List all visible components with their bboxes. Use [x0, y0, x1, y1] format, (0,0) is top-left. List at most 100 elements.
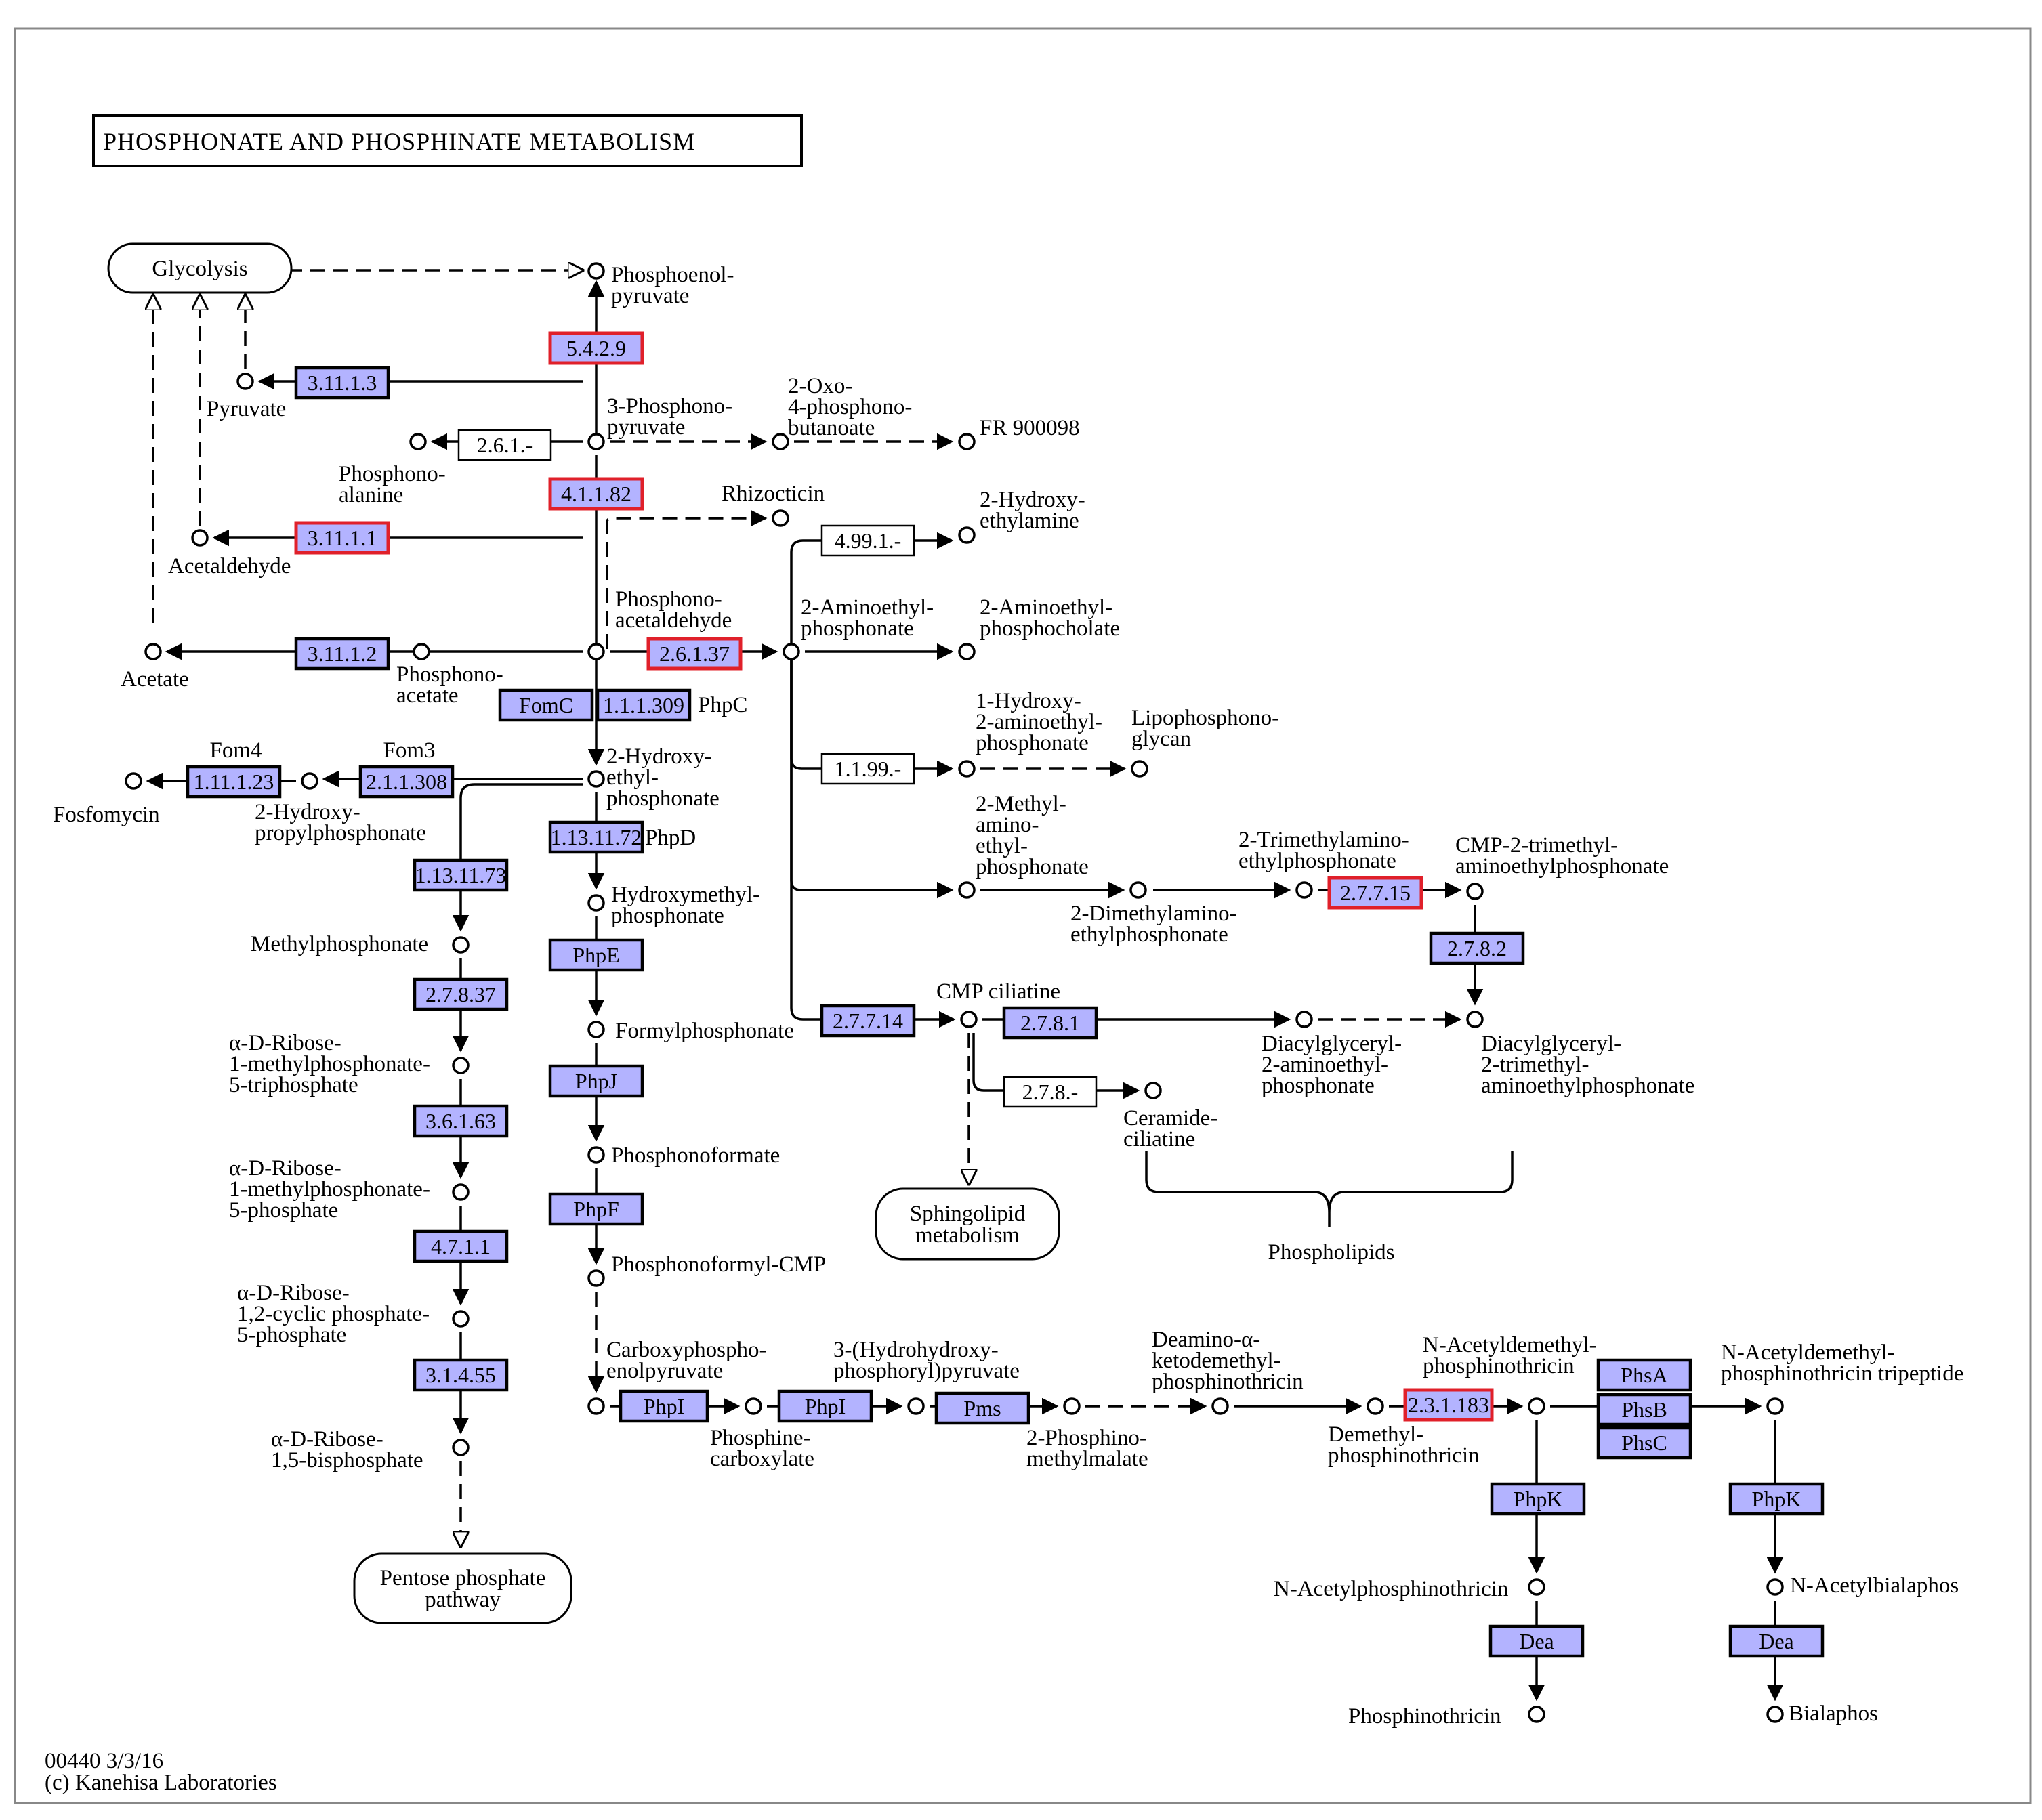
enzyme-rect[interactable]: [934, 1391, 1030, 1425]
compound-node[interactable]: [958, 526, 976, 544]
compound-node[interactable]: [1295, 881, 1313, 899]
compound-node[interactable]: [1367, 1397, 1384, 1415]
enzyme-rect[interactable]: [498, 688, 594, 722]
enzyme-rect[interactable]: [548, 1192, 644, 1226]
enzyme-box-edea1[interactable]: Dea: [1488, 1624, 1585, 1658]
compound-node[interactable]: [960, 1011, 978, 1028]
compound-node[interactable]: [587, 262, 605, 280]
compound-node[interactable]: [191, 529, 209, 547]
compound-node[interactable]: [958, 643, 976, 660]
enzyme-rect[interactable]: [1596, 1358, 1692, 1392]
enzyme-box-ephsc[interactable]: PhsC: [1596, 1426, 1692, 1460]
enzyme-rect[interactable]: [1728, 1624, 1825, 1658]
enzyme-rect[interactable]: [413, 858, 509, 892]
compound-node[interactable]: [1466, 883, 1484, 900]
enzyme-box-e278[interactable]: 2.7.8.-: [1003, 1076, 1098, 1108]
enzyme-box-e111123[interactable]: 1.11.1.23: [186, 765, 282, 799]
enzyme-box-ephpi1[interactable]: PhpI: [619, 1389, 709, 1423]
enzyme-box-e31112[interactable]: 3.11.1.2: [294, 637, 390, 671]
enzyme-rect[interactable]: [596, 688, 692, 722]
enzyme-box-ephpf[interactable]: PhpF: [548, 1192, 644, 1226]
compound-node[interactable]: [772, 433, 789, 450]
enzyme-box-ephpe[interactable]: PhpE: [548, 938, 644, 972]
compound-node[interactable]: [413, 643, 430, 660]
enzyme-rect[interactable]: [413, 1229, 509, 1263]
enzyme-rect[interactable]: [358, 765, 455, 799]
enzyme-rect[interactable]: [820, 524, 915, 557]
compound-node[interactable]: [745, 1397, 762, 1415]
compound-node[interactable]: [409, 433, 427, 450]
enzyme-box-ephpj[interactable]: PhpJ: [548, 1064, 644, 1098]
enzyme-rect[interactable]: [413, 1104, 509, 1138]
enzyme-rect[interactable]: [777, 1389, 873, 1423]
compound-node[interactable]: [772, 509, 789, 527]
enzyme-box-e4711[interactable]: 4.7.1.1: [413, 1229, 509, 1263]
enzyme-box-e1199[interactable]: 1.1.99.-: [820, 753, 915, 785]
enzyme-box-e5429[interactable]: 5.4.2.9: [548, 331, 644, 365]
enzyme-box-e111309[interactable]: 1.1.1.309: [596, 688, 692, 722]
compound-node[interactable]: [452, 1057, 470, 1074]
enzyme-rect[interactable]: [1596, 1393, 1692, 1426]
enzyme-rect[interactable]: [413, 977, 509, 1011]
enzyme-box-e2782[interactable]: 2.7.8.2: [1429, 931, 1525, 965]
enzyme-box-e211308[interactable]: 2.1.1.308: [358, 765, 455, 799]
compound-node[interactable]: [587, 894, 605, 912]
map-link-glycolysis[interactable]: Glycolysis: [107, 242, 293, 294]
enzyme-box-e26137[interactable]: 2.6.1.37: [646, 637, 743, 671]
compound-node[interactable]: [958, 433, 976, 450]
enzyme-box-e41182[interactable]: 4.1.1.82: [548, 477, 644, 511]
compound-node[interactable]: [452, 1439, 470, 1456]
enzyme-rect[interactable]: [1003, 1076, 1098, 1108]
enzyme-box-e31455[interactable]: 3.1.4.55: [413, 1358, 509, 1392]
enzyme-box-e1131173[interactable]: 1.13.11.73: [413, 858, 509, 892]
enzyme-box-efomc[interactable]: FomC: [498, 688, 594, 722]
enzyme-box-e36163[interactable]: 3.6.1.63: [413, 1104, 509, 1138]
compound-node[interactable]: [236, 373, 254, 390]
enzyme-rect[interactable]: [413, 1358, 509, 1392]
compound-node[interactable]: [587, 1021, 605, 1038]
enzyme-rect[interactable]: [294, 521, 390, 555]
enzyme-box-ephpk2[interactable]: PhpK: [1728, 1482, 1825, 1516]
compound-node[interactable]: [587, 1146, 605, 1164]
enzyme-box-ephsb[interactable]: PhsB: [1596, 1393, 1692, 1426]
enzyme-box-e1131172[interactable]: 1.13.11.72: [548, 820, 644, 854]
map-link-shape[interactable]: [875, 1187, 1060, 1261]
enzyme-rect[interactable]: [1403, 1388, 1494, 1422]
enzyme-rect[interactable]: [1327, 876, 1423, 910]
enzyme-box-ephpi2[interactable]: PhpI: [777, 1389, 873, 1423]
compound-node[interactable]: [587, 770, 605, 788]
compound-node[interactable]: [1211, 1397, 1229, 1415]
enzyme-rect[interactable]: [548, 1064, 644, 1098]
compound-node[interactable]: [783, 643, 800, 660]
enzyme-rect[interactable]: [548, 820, 644, 854]
enzyme-rect[interactable]: [820, 753, 915, 785]
compound-node[interactable]: [125, 772, 142, 790]
map-link-shape[interactable]: [107, 242, 293, 294]
enzyme-rect[interactable]: [548, 331, 644, 365]
compound-node[interactable]: [301, 772, 318, 790]
compound-node[interactable]: [1063, 1397, 1081, 1415]
compound-node[interactable]: [1528, 1706, 1545, 1723]
enzyme-box-e27837[interactable]: 2.7.8.37: [413, 977, 509, 1011]
enzyme-rect[interactable]: [646, 637, 743, 671]
compound-node[interactable]: [144, 643, 162, 660]
enzyme-box-edea2[interactable]: Dea: [1728, 1624, 1825, 1658]
compound-node[interactable]: [1144, 1082, 1162, 1099]
enzyme-rect[interactable]: [820, 1004, 916, 1038]
enzyme-box-e31111[interactable]: 3.11.1.1: [294, 521, 390, 555]
enzyme-box-e231183[interactable]: 2.3.1.183: [1403, 1388, 1494, 1422]
map-link-shape[interactable]: [353, 1552, 572, 1624]
enzyme-box-e4991[interactable]: 4.99.1.-: [820, 524, 915, 557]
enzyme-rect[interactable]: [294, 366, 390, 400]
compound-node[interactable]: [452, 1183, 470, 1201]
compound-node[interactable]: [958, 760, 976, 778]
enzyme-rect[interactable]: [1728, 1482, 1825, 1516]
compound-node[interactable]: [958, 881, 976, 899]
compound-node[interactable]: [1129, 881, 1147, 899]
enzyme-box-e31113[interactable]: 3.11.1.3: [294, 366, 390, 400]
enzyme-rect[interactable]: [1488, 1624, 1585, 1658]
compound-node[interactable]: [1528, 1397, 1545, 1415]
enzyme-rect[interactable]: [1002, 1006, 1098, 1040]
enzyme-rect[interactable]: [1596, 1426, 1692, 1460]
